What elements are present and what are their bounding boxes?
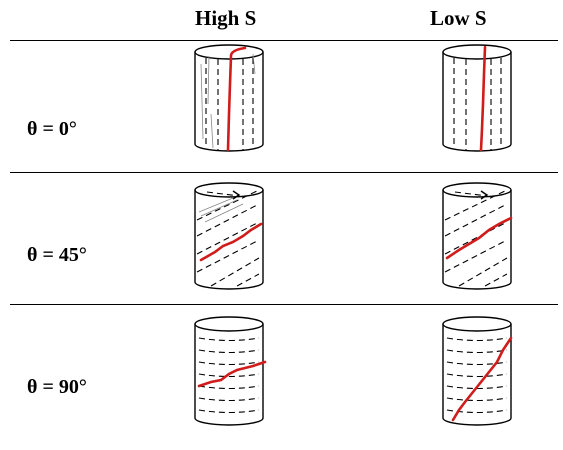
row-divider-2 bbox=[10, 304, 558, 305]
fine-scratch-marks bbox=[198, 197, 244, 223]
row-label-90deg: θ = 90° bbox=[27, 376, 87, 398]
fracture-trace bbox=[445, 216, 513, 260]
fracture-trace bbox=[197, 360, 267, 388]
foliation-lines bbox=[446, 337, 508, 414]
fracture-trace bbox=[479, 45, 487, 152]
foliation-lines bbox=[453, 58, 502, 150]
fracture-trace bbox=[451, 336, 513, 422]
fracture-trace bbox=[199, 222, 263, 262]
cylinder-low-s-90deg bbox=[442, 316, 513, 426]
cylinder-low-s-0deg bbox=[442, 44, 512, 152]
high-s-header: High S bbox=[195, 6, 257, 30]
row-label-45deg: θ = 45° bbox=[27, 244, 87, 266]
cylinder-outline bbox=[194, 44, 264, 152]
cylinder-low-s-45deg bbox=[442, 182, 513, 290]
foliation-lines bbox=[196, 189, 260, 287]
row-label-0deg: θ = 0° bbox=[27, 118, 77, 140]
foliation-lines bbox=[198, 337, 260, 414]
cylinder-high-s-45deg bbox=[194, 182, 264, 290]
cylinder-high-s-90deg bbox=[194, 316, 267, 426]
direction-arrow-icon bbox=[232, 190, 241, 200]
cylinder-outline bbox=[442, 182, 512, 290]
cylinder-high-s-0deg bbox=[194, 44, 264, 152]
cylinder-outline bbox=[442, 316, 512, 426]
row-divider-1 bbox=[10, 172, 558, 173]
foliation-lines bbox=[444, 189, 508, 287]
header-divider bbox=[10, 40, 558, 41]
cylinder-outline bbox=[442, 44, 512, 152]
fracture-trace bbox=[226, 46, 247, 152]
cylinder-outline bbox=[194, 182, 264, 290]
direction-arrow-icon bbox=[480, 190, 489, 200]
low-s-header: Low S bbox=[430, 6, 487, 30]
fine-scratch-marks bbox=[200, 53, 256, 149]
cylinder-outline bbox=[194, 316, 264, 426]
foliation-lines bbox=[205, 58, 254, 150]
